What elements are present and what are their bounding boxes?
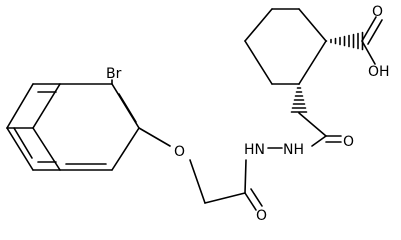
amide-oxygen-right-label: O <box>343 134 354 150</box>
ring-amide-group <box>298 112 342 147</box>
cyclohexane-ring <box>244 8 327 85</box>
hydrazide-hn-label: HN <box>244 142 265 158</box>
atom-labels: Br O HN NH O O O OH <box>106 4 390 224</box>
acid-oxygen-top-label: O <box>372 4 383 20</box>
hydrazide-nh-label: NH <box>283 142 304 158</box>
amide-oxygen-bottom-label: O <box>256 208 267 224</box>
acid-oh-label: OH <box>368 64 390 80</box>
hashed-wedge-upper <box>325 31 364 51</box>
bromine-label: Br <box>106 66 122 82</box>
hydrazide-linker <box>189 147 283 211</box>
chemical-structure: Br O HN NH O O O OH <box>6 4 390 224</box>
carboxylic-acid-group <box>361 16 383 65</box>
naphthalene-ring <box>6 83 140 171</box>
naphthalene-substituents <box>111 79 171 147</box>
ether-oxygen-label: O <box>174 144 185 160</box>
stereo-bonds <box>290 31 364 113</box>
hashed-wedge-lower <box>290 83 308 113</box>
